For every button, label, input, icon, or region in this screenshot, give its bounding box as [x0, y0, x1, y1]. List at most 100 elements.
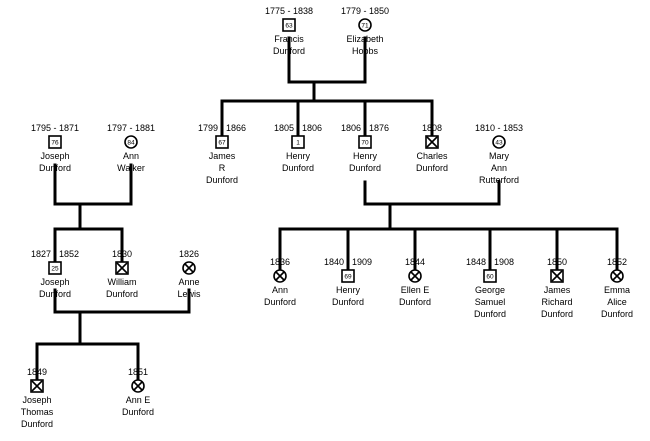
person-name-line: Dunford — [540, 309, 574, 319]
female-symbol-icon: 71 — [358, 18, 372, 32]
person-dates: 1805 - 1806 — [273, 123, 323, 133]
person-name-line: Dunford — [331, 297, 365, 307]
person-name-line: Francis — [274, 34, 304, 44]
person-name-line: Lewis — [177, 289, 201, 299]
male-symbol-icon — [425, 135, 439, 149]
person-dates: 1852 — [606, 257, 628, 267]
deceased-cross — [133, 381, 143, 391]
female-symbol-icon — [182, 261, 196, 275]
age-at-death: 63 — [285, 23, 293, 30]
female-symbol-icon — [610, 269, 624, 283]
person-name-line: Emma — [603, 285, 630, 295]
male-symbol-icon: 67 — [215, 135, 229, 149]
male-symbol-icon: 25 — [48, 261, 62, 275]
person-name-line: Elizabeth — [346, 34, 384, 44]
person-name-line: William — [107, 277, 137, 287]
person-name-line: Anne — [178, 277, 200, 287]
male-symbol-icon: 1 — [291, 135, 305, 149]
person-name-line: Dunford — [473, 309, 507, 319]
deceased-cross — [275, 271, 285, 281]
person-name-line: Dunford — [398, 297, 432, 307]
person-name-line: Henry — [285, 151, 310, 161]
age-at-death: 60 — [486, 274, 494, 281]
deceased-cross — [410, 271, 420, 281]
person-dates: 1797 - 1881 — [106, 123, 156, 133]
female-symbol-icon: 84 — [124, 135, 138, 149]
age-at-death: 84 — [127, 140, 135, 147]
person-name-line: R — [218, 163, 226, 173]
age-at-death: 76 — [51, 140, 59, 147]
person-name-line: Dunford — [20, 419, 54, 429]
person-name-line: Joseph — [40, 151, 70, 161]
person-dates: 1826 — [178, 249, 200, 259]
person-name-line: Dunford — [38, 289, 72, 299]
female-symbol-icon — [408, 269, 422, 283]
male-symbol-icon: 76 — [48, 135, 62, 149]
person-dates: 1827 - 1852 — [30, 249, 80, 259]
person-name-line: Henry — [335, 285, 360, 295]
age-at-death: 1 — [296, 140, 300, 147]
person-name-line: Dunford — [105, 289, 139, 299]
person-name-line: Joseph — [40, 277, 70, 287]
person-name-line: Ann E — [125, 395, 151, 405]
age-at-death: 71 — [361, 23, 369, 30]
person-name-line: Dunford — [348, 163, 382, 173]
person-dates: 1808 — [421, 123, 443, 133]
female-symbol-icon — [273, 269, 287, 283]
male-symbol-icon — [115, 261, 129, 275]
male-symbol-icon — [550, 269, 564, 283]
person-name-line: Ann — [490, 163, 507, 173]
person-dates: 1830 — [111, 249, 133, 259]
person-name-line: Henry — [352, 151, 377, 161]
person-name-line: Hobbs — [351, 46, 378, 56]
female-symbol-icon — [131, 379, 145, 393]
person-dates: 1848 - 1908 — [465, 257, 515, 267]
age-at-death: 69 — [344, 274, 352, 281]
person-name-line: Dunford — [281, 163, 315, 173]
person-dates: 1810 - 1853 — [474, 123, 524, 133]
person-name-line: Dunford — [38, 163, 72, 173]
female-symbol-icon: 43 — [492, 135, 506, 149]
deceased-cross — [551, 270, 563, 282]
person-name-line: Dunford — [205, 175, 239, 185]
deceased-cross — [426, 136, 438, 148]
male-symbol-icon: 63 — [282, 18, 296, 32]
person-name-line: Ann — [122, 151, 139, 161]
person-name-line: Mary — [489, 151, 509, 161]
male-symbol-icon: 70 — [358, 135, 372, 149]
age-at-death: 67 — [218, 140, 226, 147]
person-name-line: Charles — [416, 151, 448, 161]
age-at-death: 25 — [51, 266, 59, 273]
person-dates: 1806 - 1876 — [340, 123, 390, 133]
age-at-death: 43 — [495, 140, 503, 147]
person-name-line: Rutterford — [478, 175, 520, 185]
male-symbol-icon — [30, 379, 44, 393]
person-name-line: Dunford — [415, 163, 449, 173]
person-name-line: Dunford — [600, 309, 634, 319]
person-dates: 1795 - 1871 — [30, 123, 80, 133]
person-name-line: James — [543, 285, 571, 295]
age-at-death: 70 — [361, 140, 369, 147]
